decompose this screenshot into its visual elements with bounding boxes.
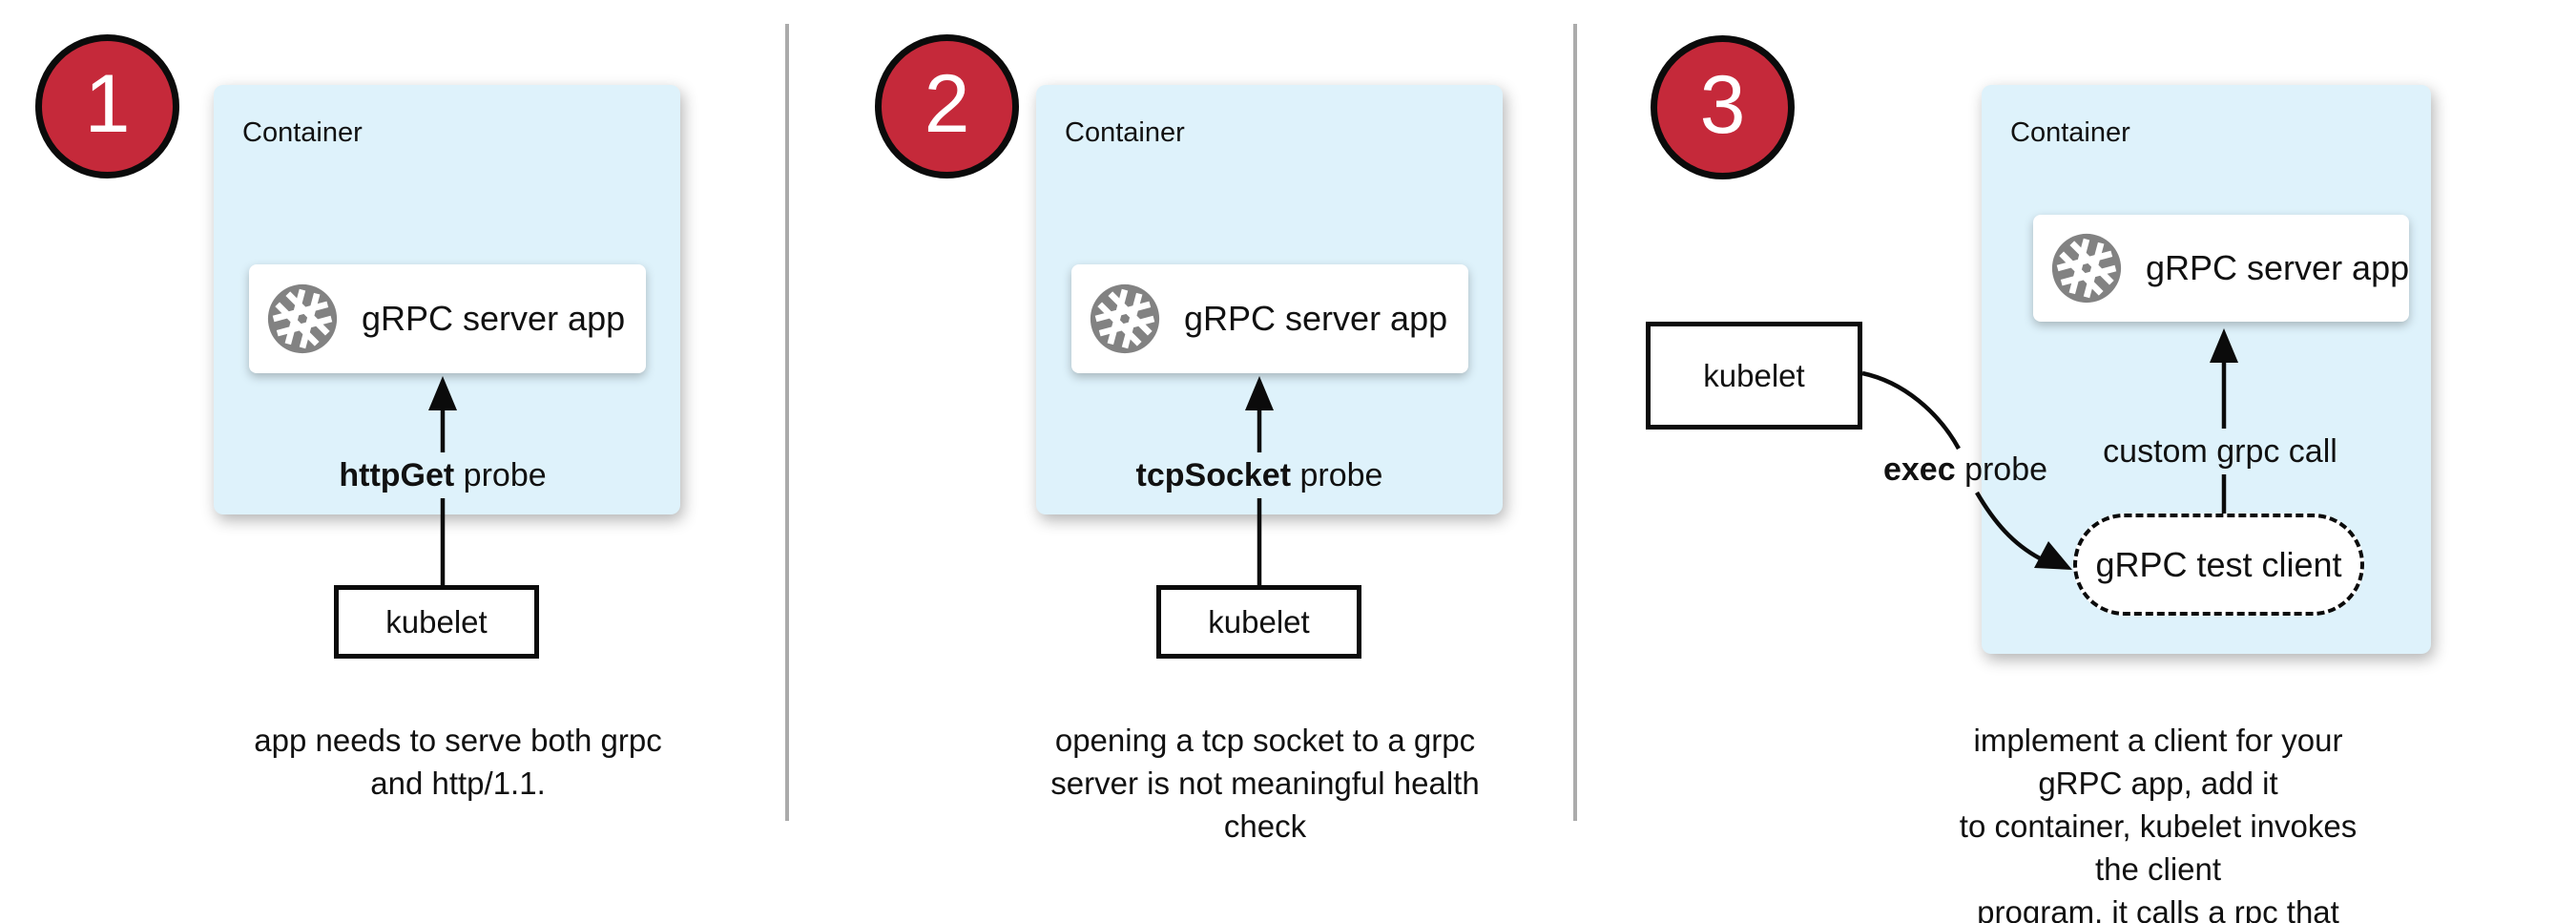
caption-1: app needs to serve both grpc and http/1.… <box>254 723 662 801</box>
grpc-server-app-label: gRPC server app <box>2146 248 2410 287</box>
step-number: 3 <box>1699 58 1746 151</box>
kubelet-box-3: kubelet <box>1646 322 1862 430</box>
probe-word: probe <box>1955 451 2048 488</box>
probe-word: probe <box>454 457 547 493</box>
grpc-server-app-label: gRPC server app <box>362 299 626 338</box>
column-divider <box>1573 24 1577 821</box>
probe-label-httpget: httpGet probe <box>339 456 546 494</box>
kubelet-box-1: kubelet <box>334 585 539 659</box>
aperture-icon <box>267 283 338 354</box>
container-label: Container <box>2010 117 2130 148</box>
grpc-server-app-box-3: gRPC server app <box>2033 215 2409 322</box>
grpc-server-app-box-1: gRPC server app <box>249 264 646 373</box>
kubelet-box-2: kubelet <box>1156 585 1361 659</box>
step-badge-3: 3 <box>1651 35 1795 179</box>
step-number: 2 <box>924 57 970 150</box>
grpc-server-app-box-2: gRPC server app <box>1071 264 1468 373</box>
custom-grpc-call-label: custom grpc call <box>2103 433 2337 470</box>
column-divider <box>785 24 789 821</box>
step-badge-1: 1 <box>35 34 179 178</box>
kubelet-label: kubelet <box>1703 357 1805 393</box>
container-label: Container <box>242 117 363 148</box>
grpc-server-app-label: gRPC server app <box>1184 299 1448 338</box>
grpc-test-client-label: gRPC test client <box>2095 544 2342 584</box>
container-label: Container <box>1065 117 1185 148</box>
caption-2: opening a tcp socket to a grpc server is… <box>1050 723 1480 844</box>
probe-type: exec <box>1882 451 1956 488</box>
probe-word: probe <box>1291 457 1383 493</box>
aperture-icon <box>1090 283 1160 354</box>
step-badge-2: 2 <box>875 34 1019 178</box>
probe-label-tcpsocket: tcpSocket probe <box>1136 456 1383 494</box>
grpc-test-client-box: gRPC test client <box>2073 514 2364 616</box>
probe-type: httpGet <box>339 457 455 493</box>
kubelet-label: kubelet <box>385 603 488 640</box>
caption-3: implement a client for your gRPC app, ad… <box>1959 723 2358 923</box>
probe-type: tcpSocket <box>1135 457 1292 493</box>
probe-label-exec: exec probe <box>1883 451 2047 489</box>
exec-arrow-segment-a <box>1861 370 1961 451</box>
kubelet-label: kubelet <box>1208 603 1310 640</box>
step-number: 1 <box>84 57 131 150</box>
aperture-icon <box>2051 233 2122 304</box>
